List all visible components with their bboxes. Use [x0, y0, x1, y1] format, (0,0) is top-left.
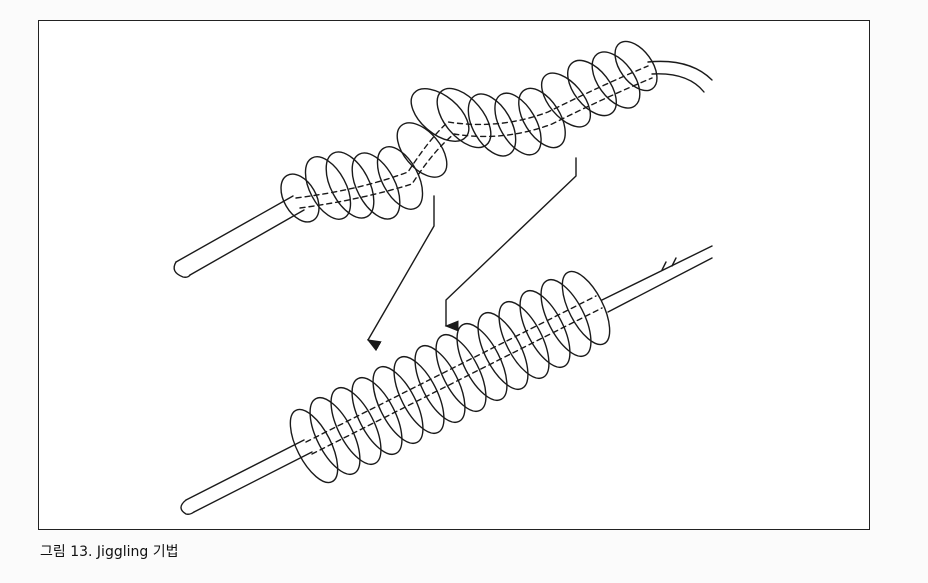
- tight-coil-loops: [289, 270, 611, 484]
- arrow-left: [366, 195, 435, 352]
- loose-coil-wire: [173, 60, 713, 278]
- loose-coil-loops: [280, 40, 658, 223]
- figure-caption: 그림 13. Jiggling 기법: [40, 544, 179, 560]
- tight-coil-inner-wire: [305, 295, 603, 455]
- tight-coil-wire: [180, 245, 713, 515]
- loose-coil-inner-wire: [295, 65, 653, 209]
- transition-arrows: [366, 157, 577, 352]
- arrow-right: [444, 157, 577, 332]
- figure-frame: [38, 20, 870, 530]
